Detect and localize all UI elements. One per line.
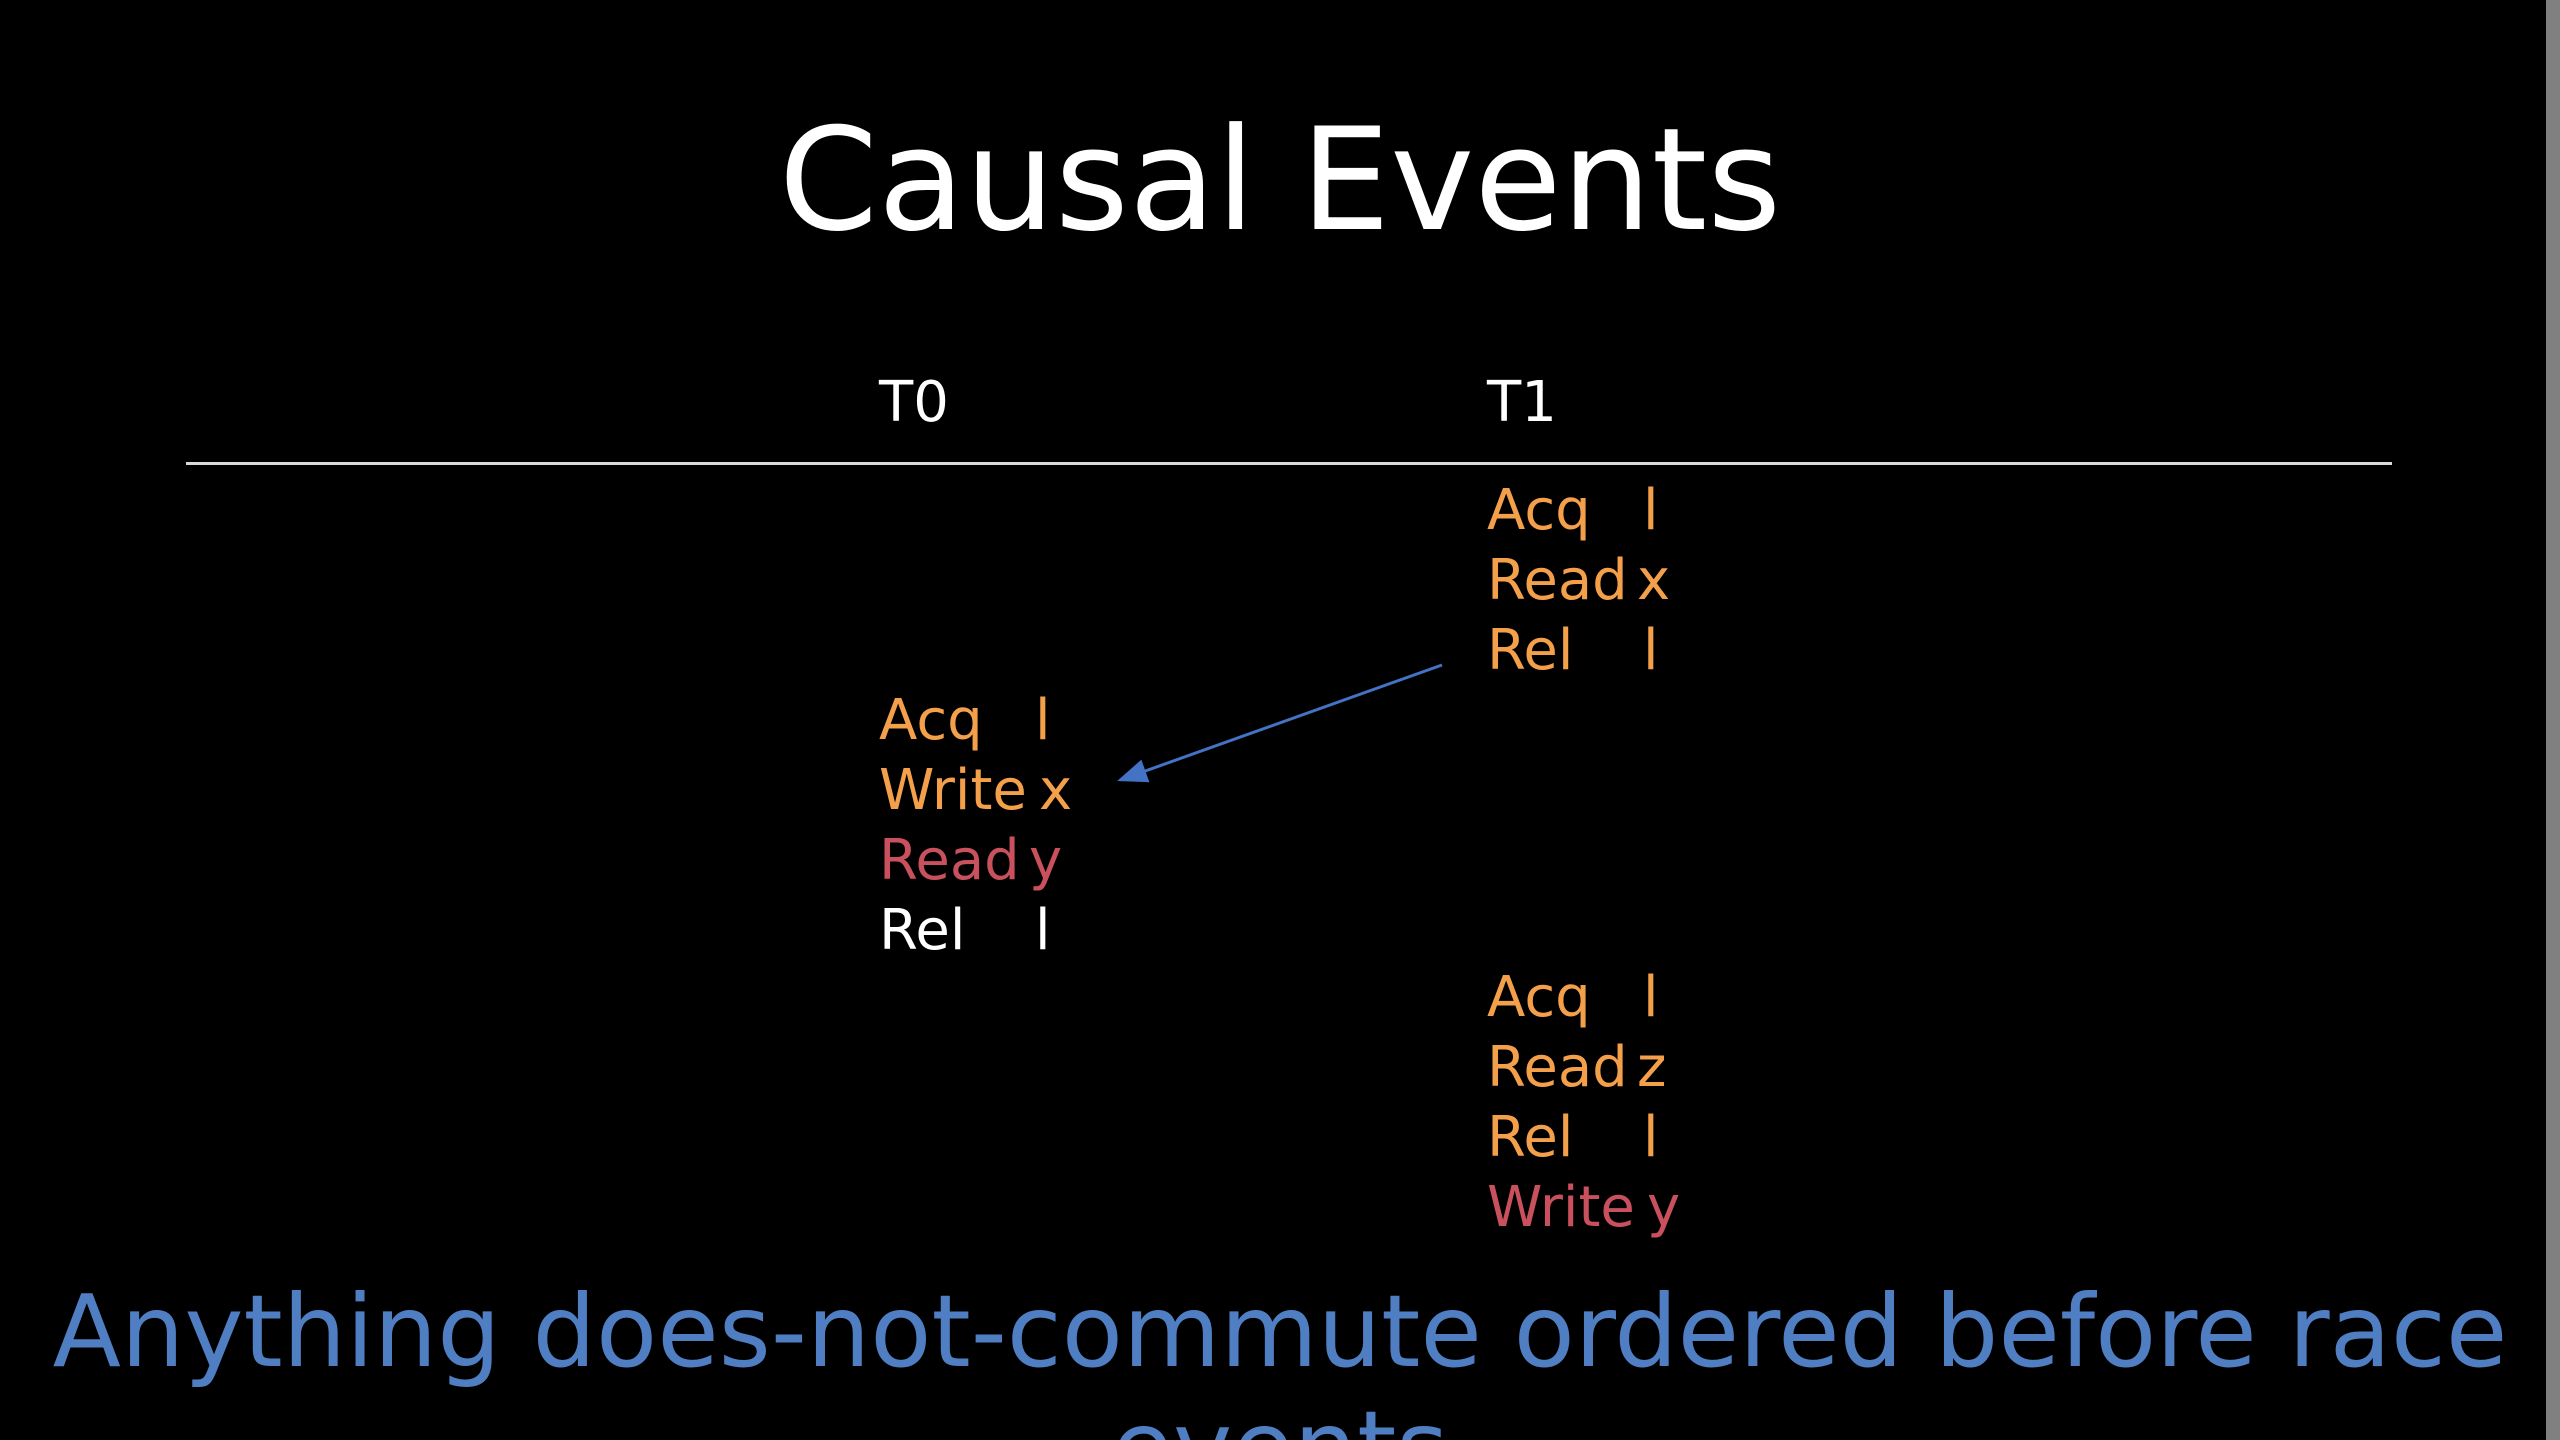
column-header-t0: T0: [879, 370, 949, 435]
op-arg: z: [1637, 1035, 1667, 1100]
scrollbar-strip: [2546, 0, 2560, 1440]
op-arg: x: [1637, 548, 1671, 613]
op-arg: l: [1643, 478, 1659, 543]
op-name: Rel: [879, 898, 966, 963]
op-arg: l: [1643, 618, 1659, 683]
footer-caption-continued: events: [0, 1390, 2560, 1440]
op-arg: y: [1029, 828, 1063, 893]
op-name: Rel: [1487, 618, 1574, 683]
t1-op-read-z: Read z: [1487, 1035, 1666, 1101]
op-arg: l: [1035, 688, 1051, 753]
t0-op-read-y: Read y: [879, 828, 1062, 894]
op-arg: y: [1647, 1175, 1681, 1240]
header-divider: [186, 462, 2392, 465]
op-name: Read: [879, 828, 1020, 893]
slide-title: Causal Events: [778, 98, 1782, 263]
op-name: Acq: [1487, 478, 1591, 543]
op-name: Acq: [879, 688, 983, 753]
t1-op-acq-l: Acq l: [1487, 478, 1659, 544]
op-name: Acq: [1487, 965, 1591, 1030]
op-name: Write: [879, 758, 1027, 823]
footer-caption: Anything does-not-commute ordered before…: [52, 1273, 2508, 1390]
t0-op-rel-l: Rel l: [879, 898, 1051, 964]
t1-op-rel-l-2: Rel l: [1487, 1105, 1659, 1171]
op-arg: l: [1643, 965, 1659, 1030]
t1-op-acq-l-2: Acq l: [1487, 965, 1659, 1031]
op-name: Read: [1487, 1035, 1628, 1100]
t1-op-read-x: Read x: [1487, 548, 1670, 614]
op-arg: l: [1643, 1105, 1659, 1170]
op-name: Read: [1487, 548, 1628, 613]
column-header-t1: T1: [1487, 370, 1557, 435]
t1-op-rel-l: Rel l: [1487, 618, 1659, 684]
op-arg: l: [1035, 898, 1051, 963]
op-name: Rel: [1487, 1105, 1574, 1170]
t1-op-write-y: Write y: [1487, 1175, 1680, 1241]
t0-op-acq-l: Acq l: [879, 688, 1051, 754]
arrow-line: [1117, 663, 1443, 783]
t0-op-write-x: Write x: [879, 758, 1072, 824]
op-arg: x: [1039, 758, 1073, 823]
op-name: Write: [1487, 1175, 1635, 1240]
